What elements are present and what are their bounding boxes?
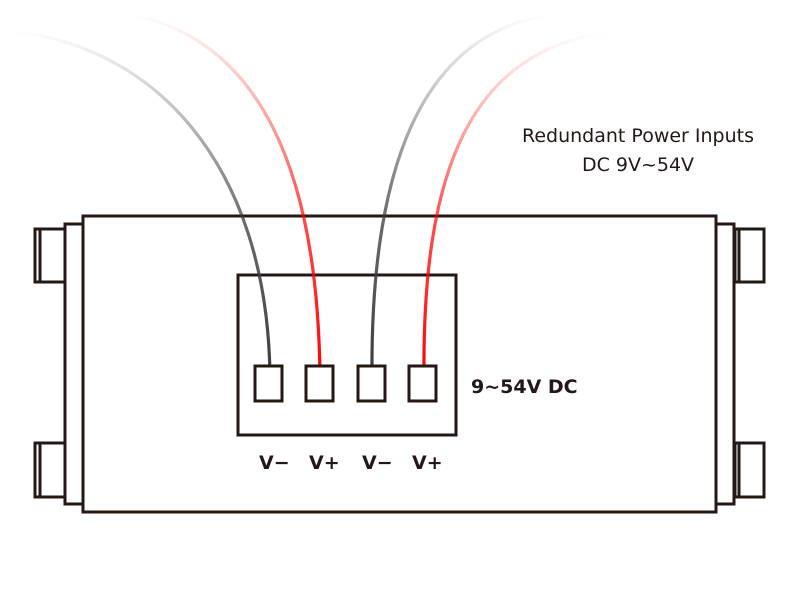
- left-mount-bracket: [33, 222, 85, 506]
- terminal-block: [236, 273, 458, 437]
- terminal-4: [407, 364, 438, 403]
- wire-positive-2: [422, 30, 611, 379]
- terminals: [253, 364, 438, 403]
- terminal-2: [304, 364, 335, 403]
- left-flange: [63, 222, 85, 506]
- wires: [0, 12, 611, 379]
- right-bottom-ear: [737, 441, 766, 499]
- wire-negative-2: [370, 12, 556, 379]
- right-flange: [714, 222, 736, 506]
- terminal-label-4: V+: [412, 452, 443, 474]
- wire-positive-1: [129, 12, 322, 379]
- left-bottom-ear: [38, 441, 67, 499]
- terminal-label-2: V+: [309, 452, 340, 474]
- terminal-1: [253, 364, 284, 403]
- left-top-ear: [38, 227, 67, 284]
- terminal-3: [356, 364, 387, 403]
- terminal-label-1: V−: [259, 452, 290, 474]
- terminal-label-3: V−: [362, 452, 393, 474]
- terminal-labels: V− V+ V− V+: [259, 452, 443, 474]
- wire-negative-1: [0, 28, 272, 379]
- diagram-title-line1: Redundant Power Inputs: [522, 125, 754, 147]
- diagram-title-line2: DC 9V~54V: [582, 154, 694, 176]
- terminal-block-voltage-label: 9~54V DC: [471, 376, 578, 398]
- right-top-ear: [737, 227, 766, 284]
- right-mount-bracket: [714, 222, 766, 506]
